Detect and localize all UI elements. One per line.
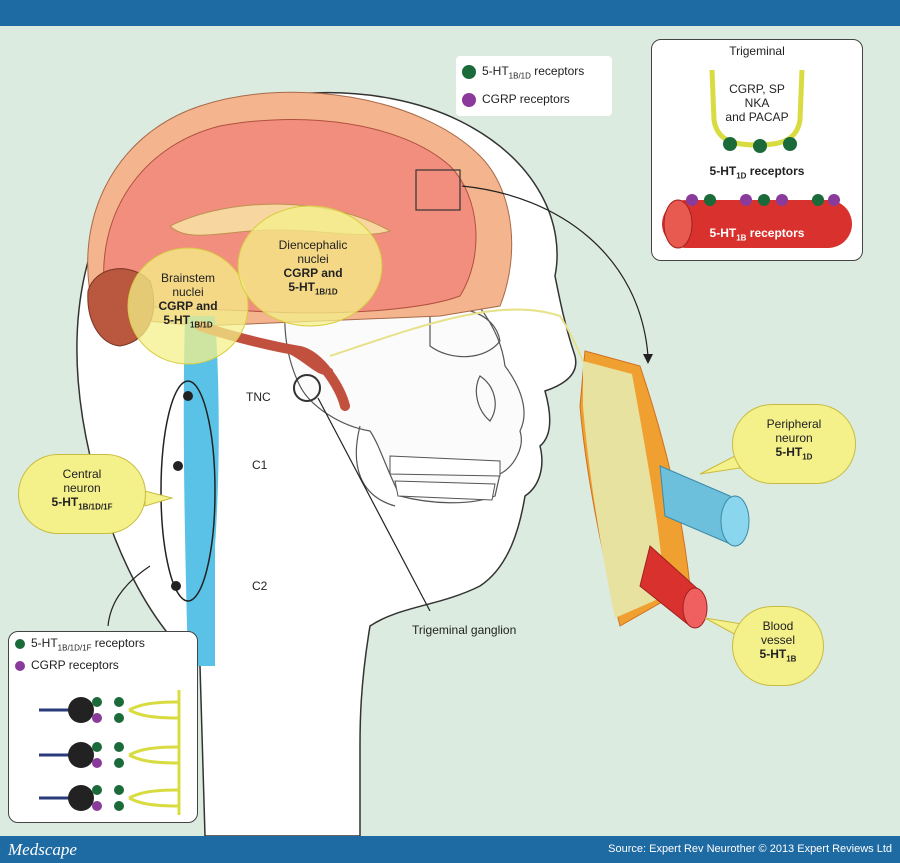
synapse-row-2: [39, 742, 180, 768]
inset-np-line2: NKA: [744, 96, 770, 110]
inset-blood-vessel: [662, 200, 852, 248]
legend-top-item-5ht: 5-HT1B/1D receptors: [462, 64, 584, 80]
legend-bottom-item-cgrp: CGRP receptors: [15, 658, 119, 672]
nose-cavity: [475, 375, 496, 422]
diencephalic-nuclei-highlight: [237, 205, 383, 327]
central-to-legend-arrow: [107, 565, 151, 627]
trigeminal-branch: [287, 348, 333, 375]
synapse-row-3: [39, 785, 180, 811]
brainstem-nuclei-label: Brainstem nuclei CGRP and 5-HT1B/1D: [138, 271, 238, 332]
source-credit: Source: Expert Rev Neurother © 2013 Expe…: [608, 843, 892, 855]
c1-label: C1: [252, 458, 268, 472]
central-neuron-line2: neuron: [63, 481, 101, 495]
receptor-legend-top: 5-HT1B/1D receptors CGRP receptors: [456, 56, 612, 116]
blood-vessel-line3: 5-HT1B: [759, 647, 797, 664]
inset-5ht1b-receptor: [812, 194, 824, 206]
receptor-legend-bottom: 5-HT1B/1D/1F receptors CGRP receptors: [8, 631, 198, 823]
synapse-row-1: [39, 697, 180, 723]
synapse-drawing: [39, 690, 181, 815]
inset-cgrp-receptor: [740, 194, 752, 206]
peripheral-neuron-tube-end: [720, 495, 750, 547]
inset-blood-vessel-end: [663, 199, 693, 249]
spinal-segment-outline: [160, 380, 216, 602]
inset-cgrp-receptor: [828, 194, 840, 206]
header-bar: [0, 0, 900, 26]
inset-5ht1d-label: 5-HT1D receptors: [709, 164, 805, 181]
central-neuron-callout: Central neuron 5-HT1B/1D/1F: [18, 454, 146, 534]
green-circle-icon: [462, 64, 476, 79]
trigeminal-ganglion: [293, 374, 321, 402]
legend-bottom-item-5ht: 5-HT1B/1D/1F receptors: [15, 636, 145, 652]
inset-cgrp-receptor: [776, 194, 788, 206]
brainstem-line1: Brainstem: [160, 271, 216, 285]
brainstem-nuclei-highlight: [127, 247, 249, 365]
inset-5ht1d-receptor-1: [723, 137, 737, 151]
c2-neuron: [171, 581, 181, 591]
trigeminal-inset-drawing: [662, 69, 852, 249]
jaw-line: [355, 425, 396, 507]
tnc-label: TNC: [246, 390, 271, 404]
inset-5ht1d-receptor-3: [783, 137, 797, 151]
diencephalic-line2: nuclei: [297, 252, 329, 266]
spinal-cord: [183, 316, 219, 666]
trigeminal-inset: Trigeminal CGRP, SP NKA and PACAP 5-HT1D…: [651, 39, 863, 261]
diencephalic-nuclei-label: Diencephalic nuclei CGRP and 5-HT1B/1D: [258, 238, 368, 299]
inset-5ht1d-receptor-2: [753, 139, 767, 153]
inset-np-line3: and PACAP: [725, 110, 789, 124]
meninges-surface: [583, 361, 665, 618]
green-circle-icon: [15, 638, 25, 649]
diencephalic-line3: CGRP and: [283, 266, 343, 280]
brainstem-line2: nuclei: [172, 285, 204, 299]
brainstem-line4: 5-HT1B/1D: [163, 313, 213, 330]
peripheral-neuron-callout: Peripheral neuron 5-HT1D: [732, 404, 856, 484]
teeth-lower: [394, 480, 496, 501]
inset-5ht1b-receptor: [758, 194, 770, 206]
purple-circle-icon: [15, 660, 25, 671]
meninges-inset-marker: [415, 169, 461, 211]
peripheral-neuron-line2: neuron: [775, 431, 813, 445]
inset-5ht1b-label: 5-HT1B receptors: [709, 226, 805, 243]
teeth-upper: [389, 455, 501, 477]
legend-top-item-cgrp: CGRP receptors: [462, 92, 570, 107]
purple-circle-icon: [462, 92, 476, 107]
ganglion-pointer: [317, 397, 431, 612]
peripheral-neuron-line3: 5-HT1D: [775, 445, 813, 462]
inset-cgrp-receptor: [686, 194, 698, 206]
migraine-pathway-diagram: Brainstem nuclei CGRP and 5-HT1B/1D Dien…: [0, 26, 900, 836]
diagram-canvas: [76, 91, 750, 836]
central-neuron-line1: Central: [62, 467, 102, 481]
c2-label: C2: [252, 579, 268, 593]
inset-np-line1: CGRP, SP: [729, 82, 785, 96]
blood-vessel-line1: Blood: [762, 619, 794, 633]
inset-title: Trigeminal: [729, 44, 785, 58]
peripheral-neuron-line1: Peripheral: [766, 417, 822, 431]
trigeminal-ganglion-label: Trigeminal ganglion: [412, 623, 517, 637]
blood-vessel-tube-end: [682, 587, 708, 629]
tnc-neuron: [183, 391, 193, 401]
medscape-logo[interactable]: Medscape: [8, 840, 77, 859]
blood-vessel-line2: vessel: [760, 633, 795, 647]
blood-vessel-callout: Blood vessel 5-HT1B: [732, 606, 824, 686]
c1-neuron: [173, 461, 183, 471]
diencephalic-line1: Diencephalic: [278, 238, 348, 252]
magnify-arrow: [461, 185, 649, 357]
brainstem-line3: CGRP and: [158, 299, 218, 313]
central-neuron-line3: 5-HT1B/1D/1F: [51, 495, 113, 512]
magnify-arrow-head: [643, 354, 653, 364]
footer-bar: Medscape Source: Expert Rev Neurother © …: [0, 836, 900, 863]
inset-5ht1b-receptor: [704, 194, 716, 206]
diencephalic-line4: 5-HT1B/1D: [288, 280, 338, 297]
inset-neuropeptides: CGRP, SP NKA and PACAP: [702, 82, 812, 124]
